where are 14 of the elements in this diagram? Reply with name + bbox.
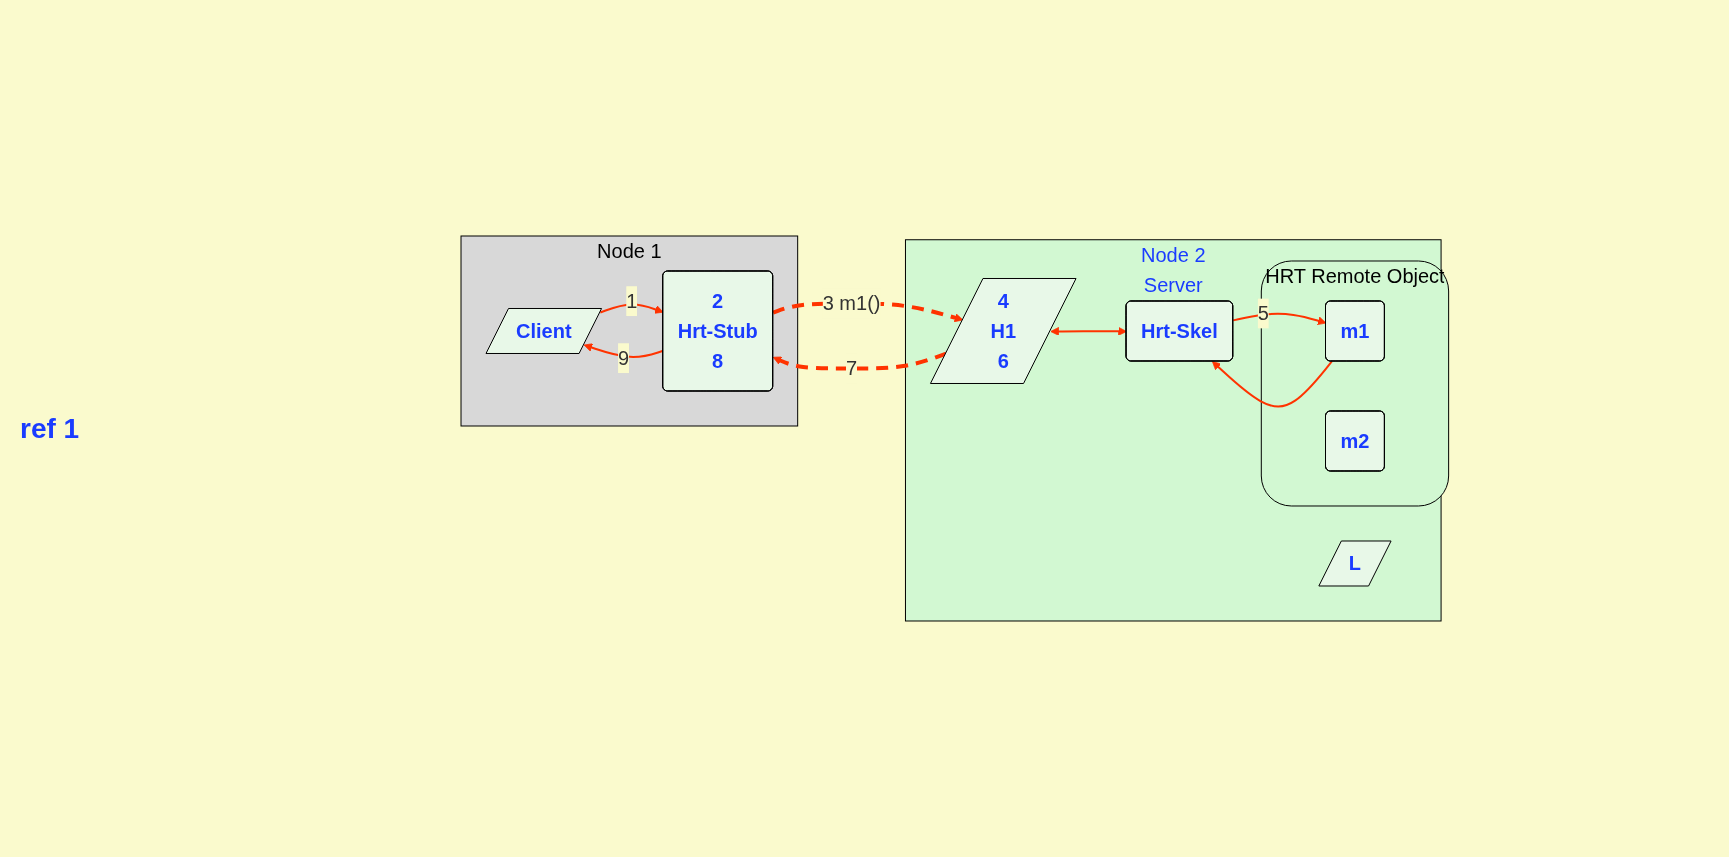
arrow [1231,312,1327,325]
edge-label: 1 [625,290,637,313]
arrow [772,351,947,371]
edge-label: 3 m1() [822,292,881,315]
arrow [1049,326,1127,336]
arrow [599,303,664,314]
edge-label: 9 [617,347,629,370]
arrow [1211,360,1333,408]
edge-label: 7 [845,357,857,380]
note-label: ref 1 [20,412,81,445]
cluster [1260,260,1449,507]
arrow [583,343,664,358]
node-label: HRT Remote Object [1264,265,1445,287]
edge-label: 5 [1257,302,1269,325]
